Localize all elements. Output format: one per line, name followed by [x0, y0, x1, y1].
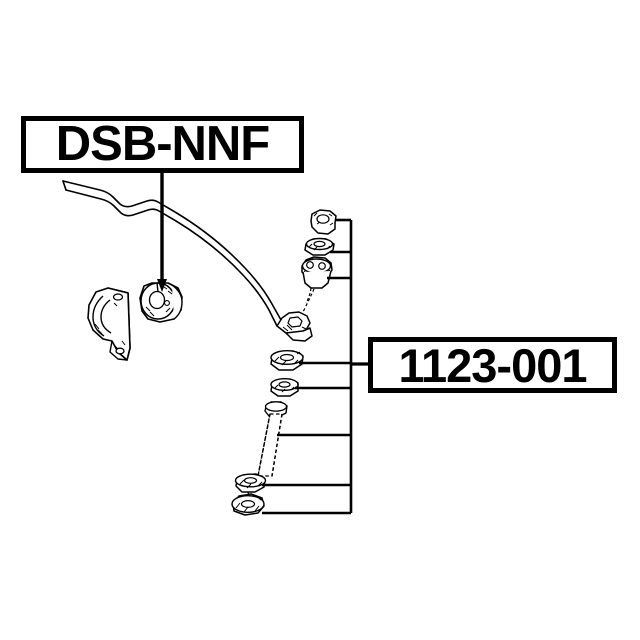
upper-ball-joint-boot	[301, 256, 333, 304]
part-label-1123-001-text: 1123-001	[398, 338, 587, 392]
leader-lines-right	[262, 218, 369, 515]
link-rod	[257, 401, 288, 477]
upper-stud-shaft	[302, 288, 315, 313]
lower-washer	[234, 473, 267, 493]
lower-nut	[231, 491, 265, 516]
upper-washer	[304, 237, 335, 256]
stabilizer-bar-bracket	[87, 287, 131, 361]
part-label-dsb-nnf[interactable]: DSB-NNF	[21, 116, 304, 173]
leader-arrow-left	[157, 279, 167, 292]
upper-nut	[310, 209, 337, 235]
mid-washer-large	[270, 350, 304, 371]
stabilizer-bar	[62, 180, 282, 327]
part-label-dsb-nnf-text: DSB-NNF	[55, 117, 270, 171]
part-label-1123-001[interactable]: 1123-001	[368, 337, 617, 393]
link-eye-lower-lobe	[285, 327, 313, 342]
mid-washer-small	[270, 378, 299, 397]
